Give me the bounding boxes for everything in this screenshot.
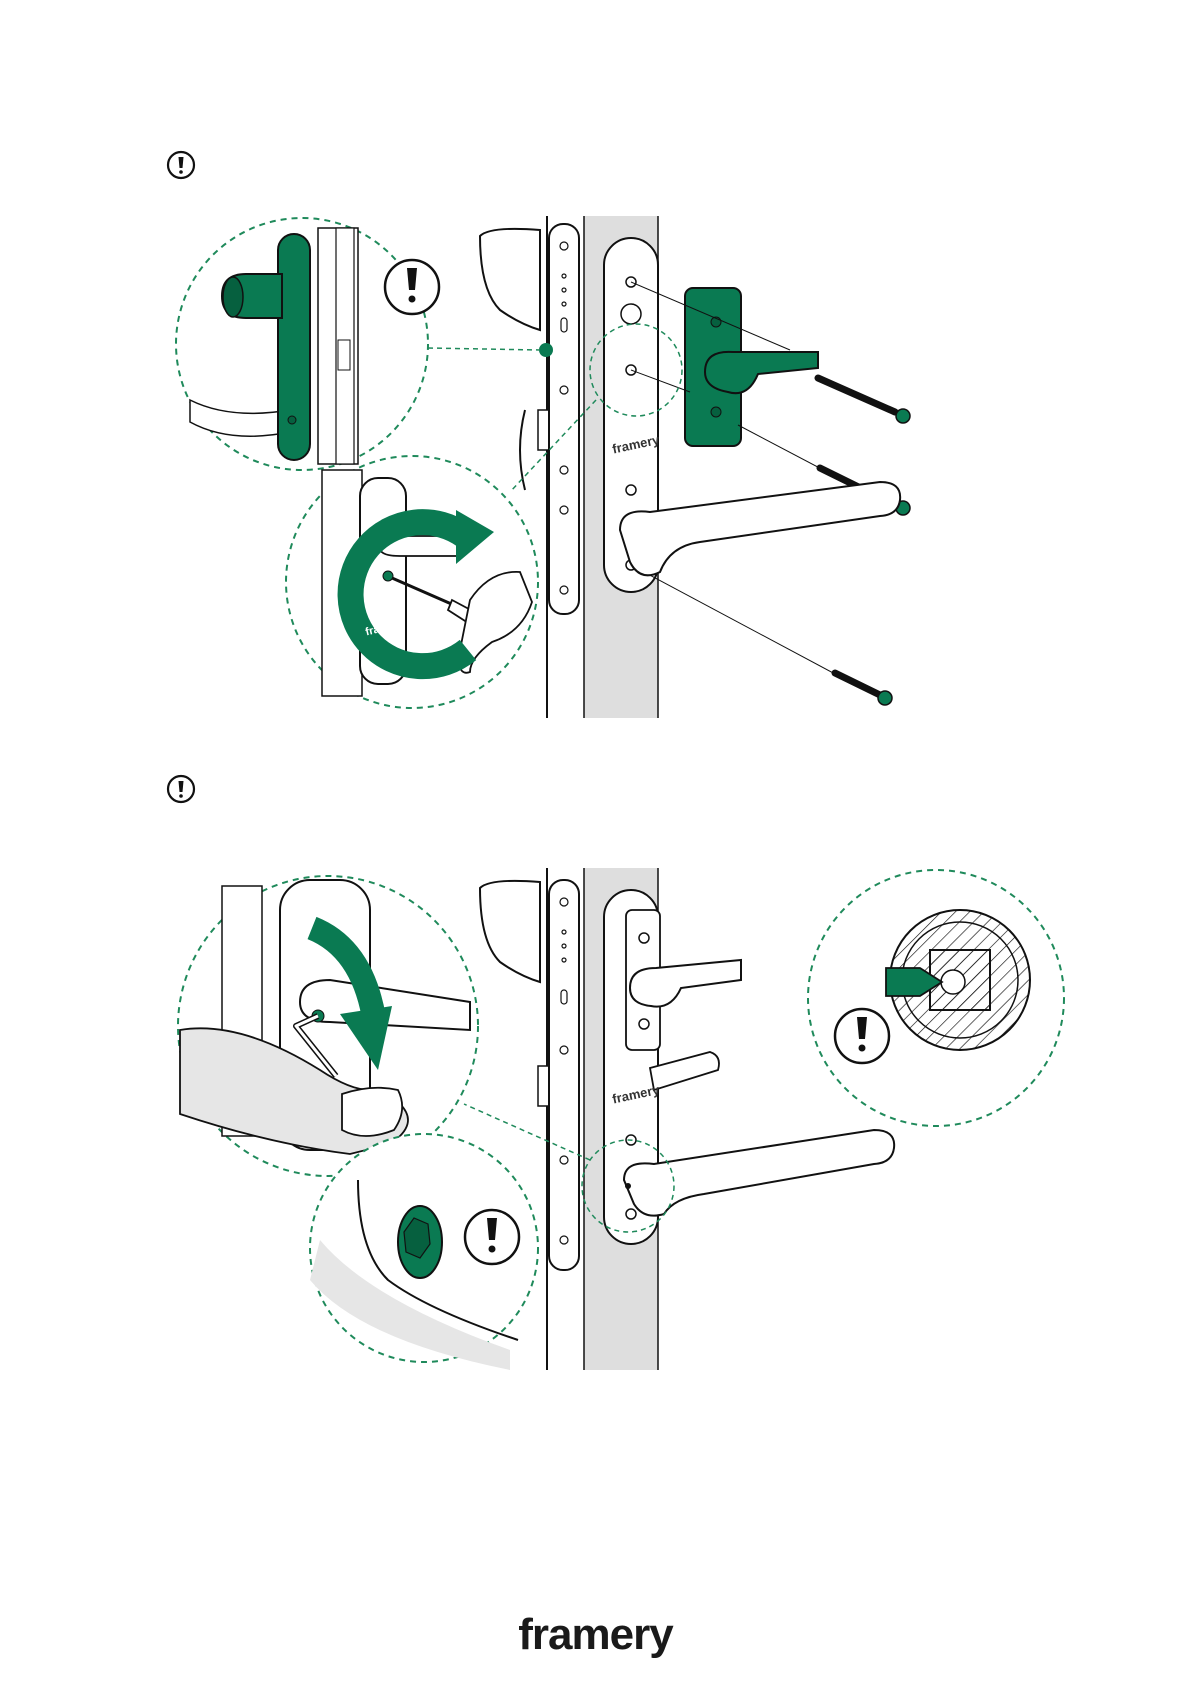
brand-logo-text: framery	[518, 1610, 672, 1659]
callout-anchor-dot	[539, 343, 553, 357]
callout-exclamation-icon	[385, 260, 439, 314]
exclamation-circle-icon	[166, 774, 196, 804]
callout-exclamation-icon	[835, 1009, 889, 1063]
exclamation-circle-icon	[166, 150, 196, 180]
step1-illustration: framery	[170, 210, 970, 730]
brand-logo: framery	[0, 1610, 1191, 1660]
step2-illustration: framery	[170, 860, 1070, 1380]
callout-exclamation-icon	[465, 1210, 519, 1264]
